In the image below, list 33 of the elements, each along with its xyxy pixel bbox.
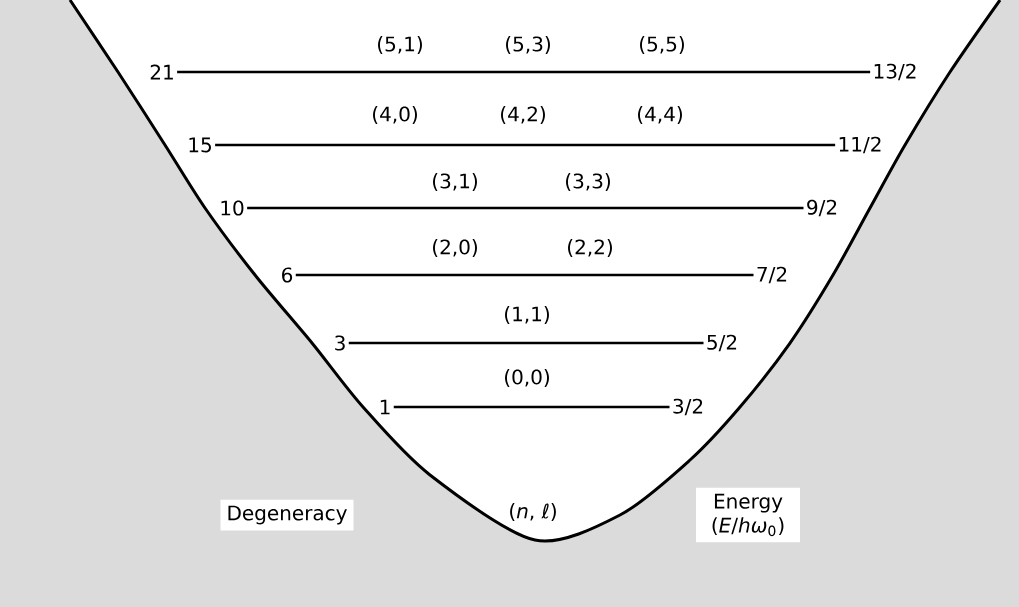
quantum-number-label: (5,1) [378, 36, 422, 54]
quantum-number-label: (2,0) [433, 239, 477, 257]
quantum-number-label: (1,1) [505, 306, 549, 324]
level-label: 11/2 [839, 136, 881, 154]
level-label: 13/2 [874, 63, 916, 81]
level-label: 15 [189, 137, 211, 153]
level-label: 6 [282, 267, 293, 283]
energy-level-line [215, 143, 836, 147]
level-label: 7/2 [757, 266, 787, 284]
quantum-number-label: (4,2) [501, 106, 545, 124]
level-label: 3 [335, 335, 345, 351]
level-label: 10 [221, 200, 244, 216]
energy-level-line [295, 273, 754, 277]
quantum-number-label: (3,3) [566, 173, 610, 191]
axis-label: Degeneracy [220, 499, 354, 531]
level-label: 5/2 [707, 334, 737, 352]
energy-level-line [348, 341, 704, 345]
energy-level-line [247, 206, 804, 210]
level-label: 9/2 [807, 199, 837, 217]
quantum-number-label: (5,3) [506, 36, 550, 54]
quantum-number-label: (3,1) [433, 173, 477, 191]
quantum-number-label: (4,4) [638, 106, 682, 124]
quantum-number-label: (n, ℓ) [510, 503, 556, 521]
quantum-number-label: (5,5) [640, 36, 684, 54]
quantum-number-label: (0,0) [505, 369, 549, 387]
quantum-number-label: (4,0) [373, 106, 417, 124]
energy-level-line [177, 70, 871, 74]
level-label: 21 [150, 64, 173, 80]
axis-label: Energy (E/hω$_{0}$) [696, 487, 800, 543]
level-label: 1 [380, 399, 390, 415]
energy-level-line [393, 405, 670, 409]
quantum-number-label: (2,2) [568, 239, 612, 257]
level-label: 3/2 [673, 398, 703, 416]
